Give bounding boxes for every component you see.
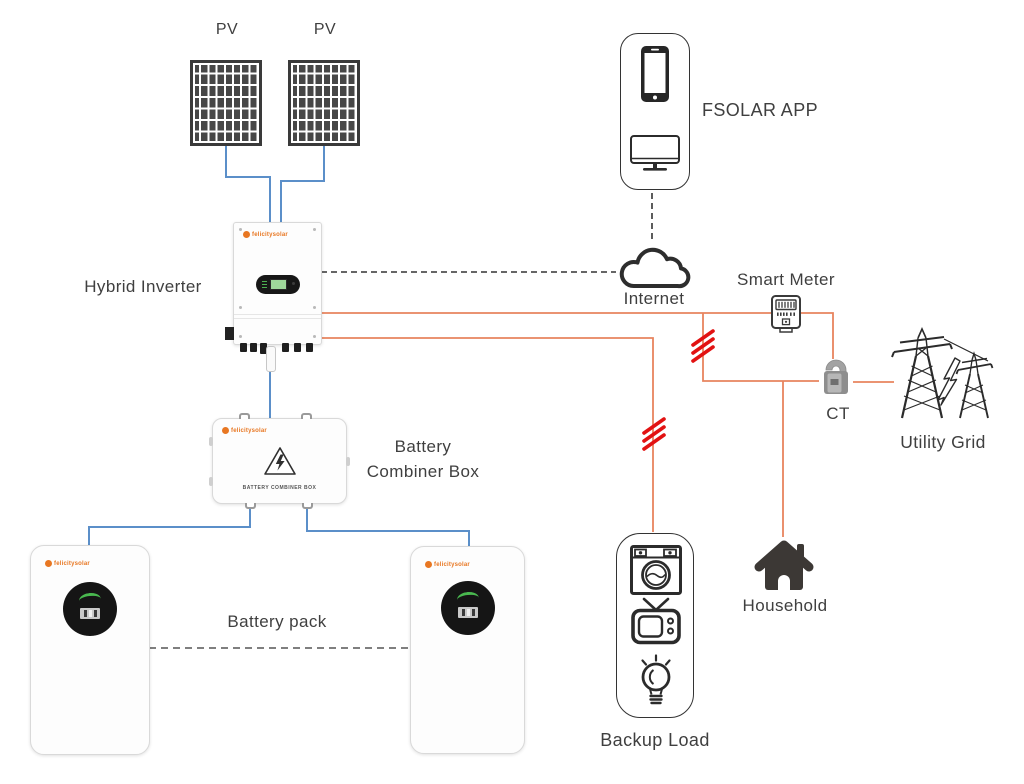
brand-name: felicitysolar bbox=[54, 560, 90, 567]
battery-pack-right-device: felicitysolar bbox=[410, 546, 525, 754]
brand-name: felicitysolar bbox=[434, 561, 470, 568]
warning-triangle-icon bbox=[264, 447, 296, 475]
battery-brand-logo: felicitysolar bbox=[425, 561, 470, 568]
cloud-icon bbox=[619, 247, 691, 289]
brand-dot-icon bbox=[45, 560, 52, 567]
combiner-panel-text: BATTERY COMBINER BOX bbox=[242, 485, 317, 491]
hybrid-inverter-device: felicitysolar bbox=[225, 222, 322, 372]
inverter-lcd-screen bbox=[270, 279, 287, 290]
internet-label: Internet bbox=[623, 289, 685, 308]
battery-soc-indicator bbox=[458, 607, 478, 618]
battery-pack-left-device: felicitysolar bbox=[30, 545, 150, 755]
smart-meter-label: Smart Meter bbox=[737, 270, 835, 289]
fsolar-app-label: FSOLAR APP bbox=[701, 100, 819, 120]
pv-panel-left-icon bbox=[190, 60, 262, 146]
current-transformer-clamp-icon bbox=[824, 359, 848, 394]
battery-combiner-box-label: Battery Combiner Box bbox=[366, 437, 480, 481]
brand-name: felicitysolar bbox=[231, 427, 267, 434]
brand-dot-icon bbox=[425, 561, 432, 568]
transmission-towers-icon bbox=[891, 327, 994, 419]
comm-dashed-lines bbox=[321, 193, 653, 273]
smartphone-icon bbox=[641, 46, 669, 102]
brand-dot-icon bbox=[243, 231, 250, 238]
combiner-brand-logo: felicitysolar bbox=[222, 427, 267, 434]
battery-brand-logo: felicitysolar bbox=[45, 560, 90, 567]
inverter-brand-logo: felicitysolar bbox=[243, 231, 288, 238]
battery-status-leaf-icon bbox=[456, 590, 480, 608]
battery-pack-label: Battery pack bbox=[227, 612, 327, 631]
inverter-side-port bbox=[225, 327, 234, 340]
ac-wires bbox=[322, 312, 894, 537]
washing-machine-icon bbox=[630, 545, 682, 595]
tv-icon bbox=[631, 597, 681, 645]
energy-meter-icon bbox=[771, 295, 801, 333]
battery-soc-indicator bbox=[80, 608, 100, 619]
monitor-icon bbox=[630, 135, 680, 171]
inverter-display bbox=[256, 275, 300, 294]
pv-right-label: PV bbox=[313, 21, 337, 38]
hybrid-inverter-label: Hybrid Inverter bbox=[84, 277, 202, 296]
pv-left-label: PV bbox=[215, 21, 239, 38]
pv-panel-right-icon bbox=[288, 60, 360, 146]
brand-name: felicitysolar bbox=[252, 231, 288, 238]
house-icon bbox=[754, 540, 814, 590]
brand-dot-icon bbox=[222, 427, 229, 434]
light-bulb-icon bbox=[641, 654, 671, 705]
ct-label: CT bbox=[826, 404, 850, 423]
fsolar-app-group bbox=[620, 33, 690, 190]
household-label: Household bbox=[742, 596, 828, 615]
wire-hash-marks bbox=[642, 329, 715, 451]
pv-battery-wires bbox=[88, 146, 470, 547]
backup-load-label: Backup Load bbox=[600, 730, 710, 750]
backup-load-group bbox=[616, 533, 694, 718]
battery-display bbox=[441, 581, 495, 635]
battery-status-leaf-icon bbox=[78, 591, 102, 609]
utility-grid-label: Utility Grid bbox=[900, 432, 986, 452]
inverter-wifi-dongle bbox=[266, 346, 276, 372]
battery-combiner-box-device: felicitysolar BATTERY COMBINER BOX bbox=[209, 413, 350, 509]
battery-display bbox=[63, 582, 117, 636]
